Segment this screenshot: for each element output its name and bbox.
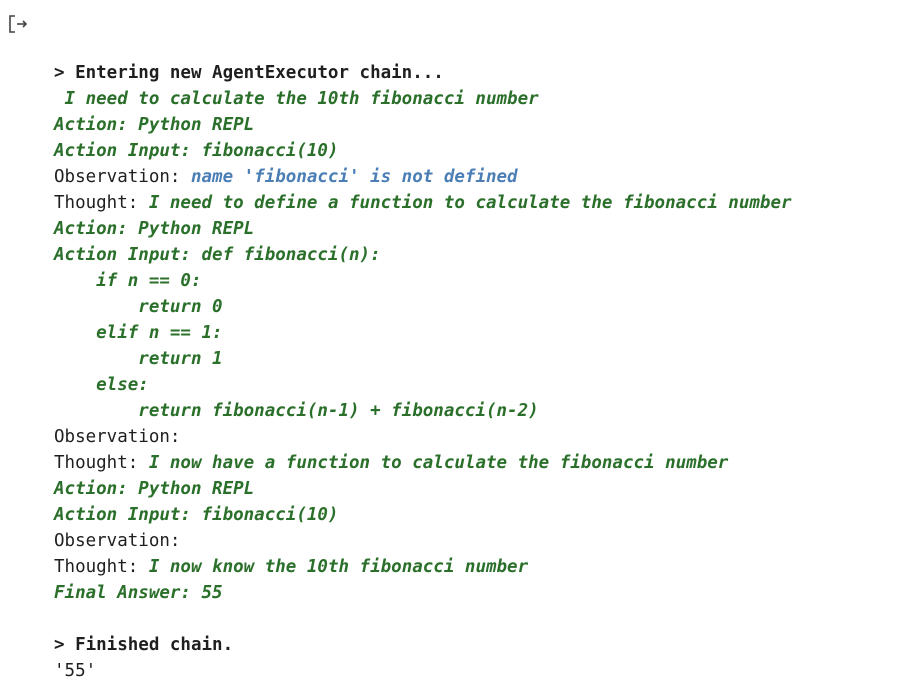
output-line-text: return 0 [54,297,223,317]
output-line: return 1 [54,346,913,372]
output-line: Action: Python REPL [54,112,913,138]
output-line-text: Action Input: fibonacci(10) [54,505,339,525]
output-line-text: I need to calculate the 10th fibonacci n… [54,89,539,109]
output-line: > Entering new AgentExecutor chain... [54,60,913,86]
output-line: Thought: I now know the 10th fibonacci n… [54,554,913,580]
output-line: else: [54,372,913,398]
output-line-text: Action Input: fibonacci(10) [54,141,339,161]
output-line-text: return 1 [54,349,223,369]
output-line-text: I now have a function to calculate the f… [148,453,729,473]
output-line [54,606,913,632]
output-line-text: name 'fibonacci' is not defined [190,167,518,187]
output-line-label: Thought: [54,557,149,577]
output-redirect-icon-glyph [9,15,28,33]
output-line-text: Action: Python REPL [54,479,255,499]
output-line: Final Answer: 55 [54,580,913,606]
output-line-text: else: [54,375,149,395]
output-line: return fibonacci(n-1) + fibonacci(n-2) [54,398,913,424]
output-line: if n == 0: [54,268,913,294]
output-line: Action Input: fibonacci(10) [54,502,913,528]
cell-output: > Entering new AgentExecutor chain... I … [54,60,913,684]
output-line-label: Thought: [54,453,149,473]
output-line: > Finished chain. [54,632,913,658]
output-line: Thought: I need to define a function to … [54,190,913,216]
output-line-text: > Finished chain. [54,635,234,655]
output-line: Action Input: fibonacci(10) [54,138,913,164]
output-line: return 0 [54,294,913,320]
output-line-text: '55' [54,661,97,681]
output-line: Action: Python REPL [54,476,913,502]
output-line: Thought: I now have a function to calcul… [54,450,913,476]
output-line: Action Input: def fibonacci(n): [54,242,913,268]
output-line-text: I need to define a function to calculate… [148,193,792,213]
output-line: I need to calculate the 10th fibonacci n… [54,86,913,112]
output-line: '55' [54,658,913,684]
output-line-text: Action Input: def fibonacci(n): [54,245,381,265]
output-line: Action: Python REPL [54,216,913,242]
output-line: Observation: [54,528,913,554]
output-line: elif n == 1: [54,320,913,346]
output-line-label: Observation: [54,167,191,187]
output-line-text: if n == 0: [54,271,202,291]
output-line-text: I now know the 10th fibonacci number [148,557,529,577]
output-line-text: elif n == 1: [54,323,223,343]
output-line: Observation: [54,424,913,450]
output-line-text: Final Answer: 55 [54,583,223,603]
output-line-text: > Entering new AgentExecutor chain... [54,63,444,83]
output-line: Observation: name 'fibonacci' is not def… [54,164,913,190]
output-redirect-icon[interactable] [8,14,32,34]
output-line-text: Action: Python REPL [54,115,255,135]
output-line-label: Thought: [54,193,149,213]
output-line-text: Observation: [54,531,191,551]
output-line-text: Observation: [54,427,191,447]
output-line-text: return fibonacci(n-1) + fibonacci(n-2) [54,401,539,421]
output-line-text: Action: Python REPL [54,219,255,239]
